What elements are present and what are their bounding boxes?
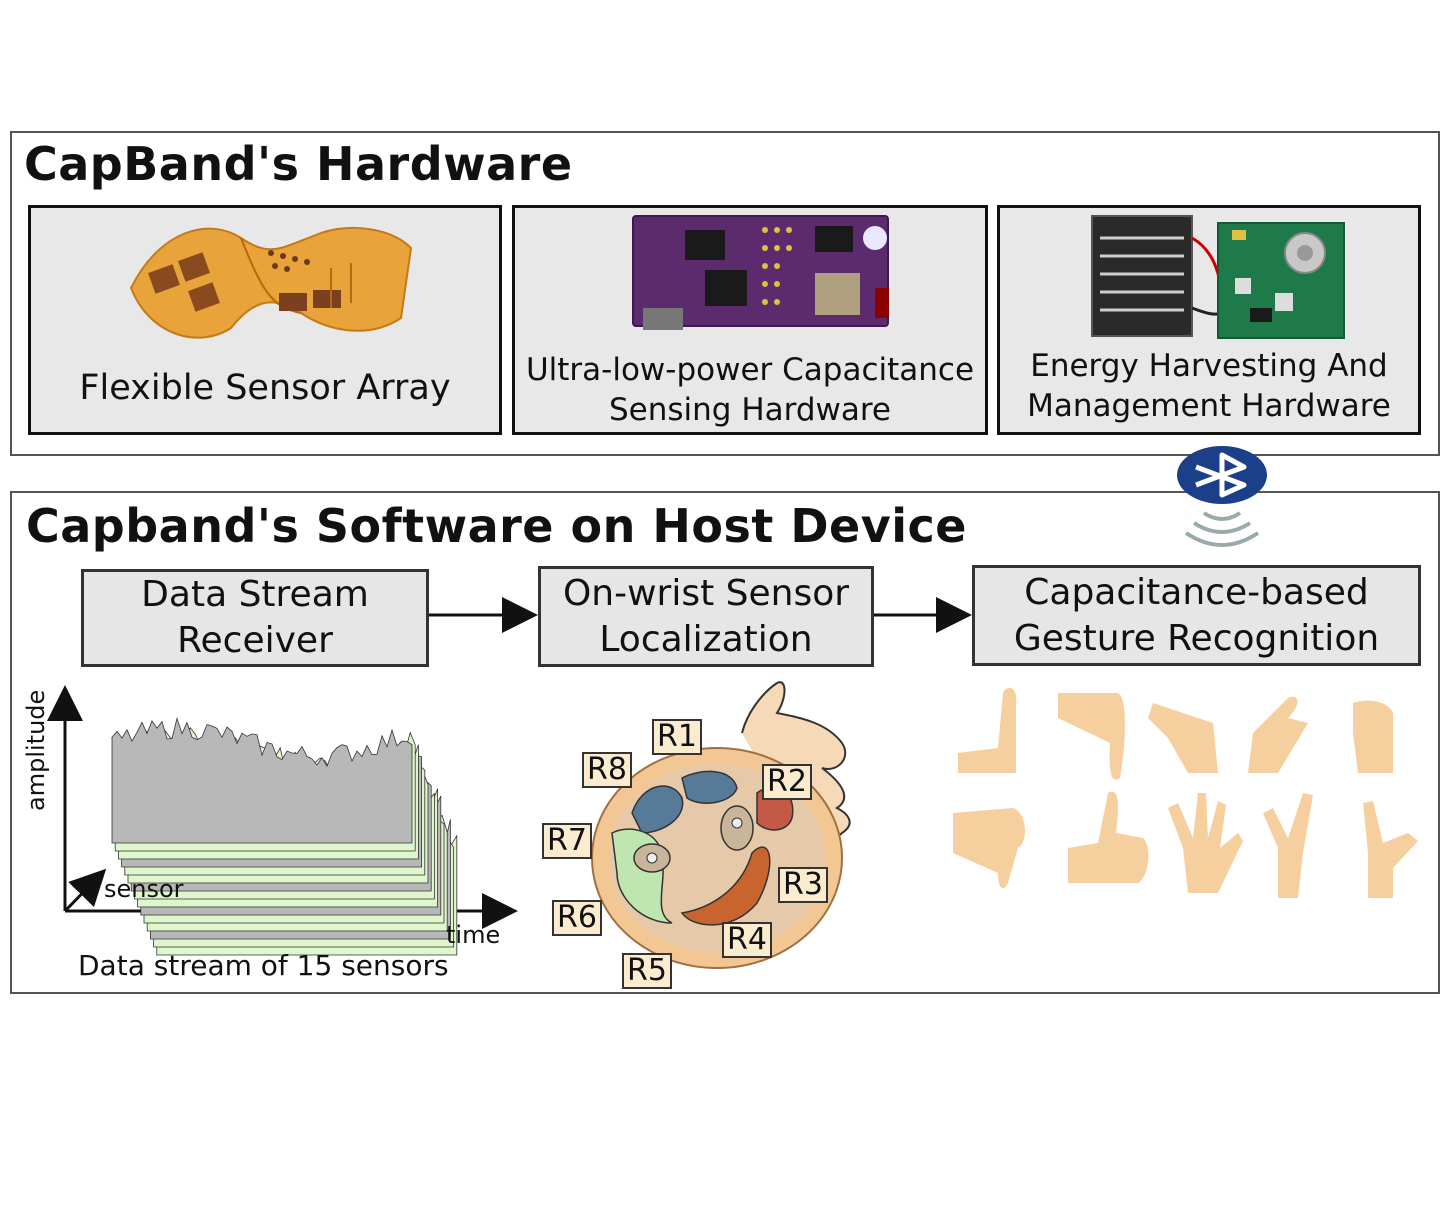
bluetooth-icon bbox=[1177, 446, 1267, 547]
energy-harvesting-label-1: Energy Harvesting And bbox=[1030, 348, 1388, 384]
energy-hardware-image bbox=[1091, 215, 1345, 339]
region-r3: R3 bbox=[778, 867, 828, 903]
data-stream-receiver-label-1: Data Stream bbox=[141, 574, 369, 615]
purple-pcb-image bbox=[632, 215, 889, 330]
plot-caption: Data stream of 15 sensors bbox=[78, 949, 449, 982]
capacitance-sensing-box: Ultra-low-power Capacitance Sensing Hard… bbox=[512, 205, 988, 435]
energy-harvesting-label-2: Management Hardware bbox=[1027, 388, 1391, 424]
region-r4: R4 bbox=[722, 922, 772, 958]
sensor-localization-label-1: On-wrist Sensor bbox=[562, 572, 850, 614]
hand-gesture-icon bbox=[1148, 703, 1218, 773]
hand-gesture-icon bbox=[1363, 801, 1418, 898]
wireless-waves-icon bbox=[1184, 511, 1260, 547]
wrist-cross-section bbox=[591, 681, 851, 969]
surface-slice bbox=[111, 716, 413, 844]
region-r8: R8 bbox=[582, 752, 632, 788]
data-stream-receiver-box: Data Stream Receiver bbox=[81, 569, 429, 667]
hand-gesture-icon bbox=[1058, 693, 1125, 780]
gesture-recognition-label-2: Gesture Recognition bbox=[1013, 617, 1380, 659]
energy-harvesting-box: Energy Harvesting And Management Hardwar… bbox=[997, 205, 1421, 435]
hardware-panel: CapBand's Hardware Flexible Sensor Array bbox=[10, 131, 1440, 456]
hand-gesture-icon bbox=[953, 808, 1025, 889]
hand-gesture-icon bbox=[1168, 793, 1243, 893]
flexible-sensor-image bbox=[129, 227, 413, 339]
capacitance-sensing-label-1: Ultra-low-power Capacitance bbox=[525, 352, 975, 388]
gesture-recognition-box: Capacitance-based Gesture Recognition bbox=[972, 565, 1421, 666]
hardware-title: CapBand's Hardware bbox=[24, 137, 573, 191]
sensor-localization-label-2: Localization bbox=[599, 618, 813, 660]
data-stream-plot bbox=[47, 685, 518, 956]
hand-gesture-icons bbox=[953, 687, 1418, 898]
region-r2: R2 bbox=[762, 764, 812, 800]
region-r1: R1 bbox=[652, 719, 702, 755]
region-r5: R5 bbox=[622, 953, 672, 989]
plot-xlabel: time bbox=[446, 921, 501, 949]
sensor-localization-box: On-wrist Sensor Localization bbox=[538, 566, 874, 667]
hand-gesture-icon bbox=[1068, 791, 1149, 883]
flexible-sensor-label: Flexible Sensor Array bbox=[79, 368, 451, 408]
plot-zlabel: sensor bbox=[104, 875, 184, 903]
software-title: Capband's Software on Host Device bbox=[26, 499, 967, 553]
gesture-icons-grid bbox=[948, 683, 1428, 923]
flow-arrows bbox=[429, 597, 972, 633]
plot-ylabel: amplitude bbox=[22, 689, 50, 811]
data-stream-receiver-label-2: Receiver bbox=[177, 620, 333, 661]
gesture-recognition-label-1: Capacitance-based bbox=[1024, 571, 1369, 613]
hand-gesture-icon bbox=[1353, 700, 1393, 773]
region-r6: R6 bbox=[552, 900, 602, 936]
flexible-sensor-array-box: Flexible Sensor Array bbox=[28, 205, 502, 435]
plot-z-axis bbox=[63, 868, 107, 913]
capacitance-sensing-label-2: Sensing Hardware bbox=[608, 392, 891, 428]
plot-surface bbox=[111, 716, 458, 956]
hand-gesture-icon bbox=[958, 687, 1017, 773]
region-r7: R7 bbox=[542, 823, 592, 859]
hand-gesture-icon bbox=[1263, 793, 1313, 898]
software-panel: Capband's Software on Host Device Data S… bbox=[10, 491, 1440, 994]
hand-gesture-icon bbox=[1248, 696, 1308, 773]
